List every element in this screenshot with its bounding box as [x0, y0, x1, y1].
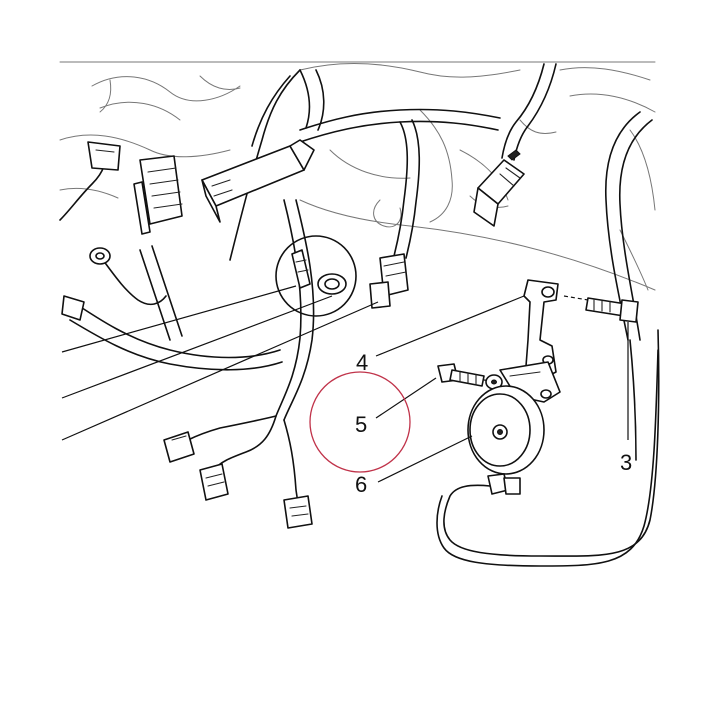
bolt-3 — [563, 295, 639, 323]
horn-bracket — [499, 279, 561, 403]
ring-terminal — [89, 247, 111, 265]
callout-3: 3 — [620, 450, 632, 475]
callout-5: 5 — [355, 412, 367, 437]
small-connector-a — [163, 431, 195, 463]
small-plug — [87, 141, 121, 171]
main-connector-housing — [201, 145, 305, 207]
detail-inset — [275, 235, 357, 317]
fuse-terminal — [291, 249, 311, 289]
small-connector-c — [283, 495, 313, 529]
multi-pin-connector — [133, 155, 183, 235]
center-plug — [369, 253, 409, 309]
callout-4: 4 — [356, 350, 368, 375]
highlight-circle — [309, 371, 411, 473]
callout-leaders — [375, 295, 629, 483]
harness-connectors — [61, 139, 525, 529]
bolt-5 — [437, 363, 503, 390]
harness-clip — [61, 295, 85, 321]
small-connector-b — [199, 463, 229, 501]
horn-6 — [467, 385, 545, 495]
callout-6: 6 — [355, 472, 367, 497]
leader-lines-left — [61, 285, 379, 441]
upper-right-connector — [473, 149, 525, 227]
